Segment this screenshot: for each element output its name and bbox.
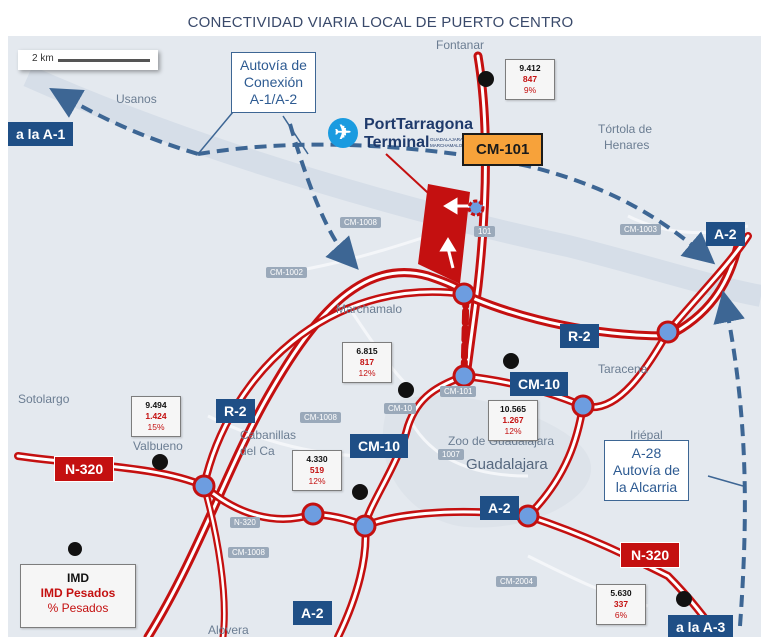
urban-area: [382, 395, 592, 528]
node-r2-n320: [192, 474, 216, 498]
tag-cm10-center: CM-10: [350, 434, 409, 458]
tag-r2-center: R-2: [560, 324, 599, 348]
callout-a28: A-28 Autovía de la Alcarria: [604, 440, 689, 501]
river: [23, 65, 761, 307]
imd-n320-west: 9.494 1.424 15%: [131, 396, 181, 437]
node-a2-east: [516, 504, 540, 528]
place-fontanar: Fontanar: [436, 38, 485, 52]
scale-line: [58, 59, 150, 62]
node-r2-a2: [656, 320, 680, 344]
code-cm10-small: CM-10: [384, 403, 417, 414]
tag-cm10-right: CM-10: [510, 372, 569, 396]
code-cm1008-low: CM-1008: [228, 547, 269, 558]
tag-n320-left: N-320: [54, 456, 115, 482]
node-n320-cm10: [301, 502, 325, 526]
map-area[interactable]: 2 km Fontanar Usanos Tórtola de Henares …: [8, 36, 761, 637]
terminal-area: [418, 184, 470, 284]
place-henares: Henares: [604, 138, 650, 152]
code-cm101-mid: CM-101: [440, 386, 477, 397]
code-1007: 1007: [438, 449, 464, 460]
tag-a2-center: A-2: [480, 496, 519, 520]
code-cm1003: CM-1003: [620, 224, 661, 235]
node-terminal: [467, 199, 485, 217]
porttarragona-logo: ✈ PortTarragona Terminal GUADALAJARA MAR…: [326, 114, 473, 158]
legend-count-point-icon: [68, 542, 82, 556]
legend-box: IMD IMD Pesados % Pesados: [20, 564, 136, 628]
node-a2-cm10: [353, 514, 377, 538]
place-tortola: Tórtola de: [598, 122, 653, 136]
node-cm101-cm10: [452, 364, 476, 388]
tag-a1: a la A-1: [8, 122, 74, 146]
code-cm1008-mid: CM-1008: [300, 412, 341, 423]
code-n320-small: N-320: [230, 517, 260, 528]
place-sotolargo: Sotolargo: [18, 392, 70, 406]
tag-n320-right: N-320: [620, 542, 681, 568]
imd-cm10-west: 4.330 519 12%: [292, 450, 342, 491]
tag-r2-left: R-2: [216, 399, 255, 423]
node-cm10-east: [571, 394, 595, 418]
place-iriepal: Iriépal: [630, 428, 663, 442]
imd-n320-east: 5.630 337 6%: [596, 584, 646, 625]
place-marchamalo: Marchamalo: [336, 302, 403, 316]
nodes: [192, 199, 680, 538]
code-101: 101: [474, 226, 496, 237]
code-cm1002: CM-1002: [266, 267, 307, 278]
scale-bar: 2 km: [18, 50, 158, 70]
callout-conexion: Autovía de Conexión A-1/A-2: [231, 52, 316, 113]
logo-icon: ✈: [328, 118, 358, 148]
place-cabanillas: Cabanillas: [240, 428, 297, 442]
tag-a2-right: A-2: [706, 222, 745, 246]
imd-cm101-north: 9.412 847 9%: [505, 59, 555, 100]
place-usanos: Usanos: [116, 92, 157, 106]
tag-cm101: CM-101: [462, 133, 544, 166]
tag-a3: a la A-3: [668, 615, 734, 637]
place-alovera: Alovera: [208, 623, 249, 637]
map-title: CONECTIVIDAD VIARIA LOCAL DE PUERTO CENT…: [187, 14, 574, 31]
place-taracena: Taracena: [598, 362, 648, 376]
tag-a2-bottom: A-2: [293, 601, 332, 625]
code-cm1008-top: CM-1008: [340, 217, 381, 228]
place-cabanillas-2: del Ca: [240, 444, 275, 458]
code-cm2004: CM-2004: [496, 576, 537, 587]
place-valbueno: Valbueno: [133, 439, 183, 453]
count-points: [152, 71, 692, 607]
imd-cm10-east: 10.565 1.267 12%: [488, 400, 538, 441]
place-guadalajara: Guadalajara: [466, 456, 548, 473]
terminal-arrows: [439, 197, 472, 269]
node-cm101-r2: [452, 282, 476, 306]
imd-cm101-south: 6.815 817 12%: [342, 342, 392, 383]
